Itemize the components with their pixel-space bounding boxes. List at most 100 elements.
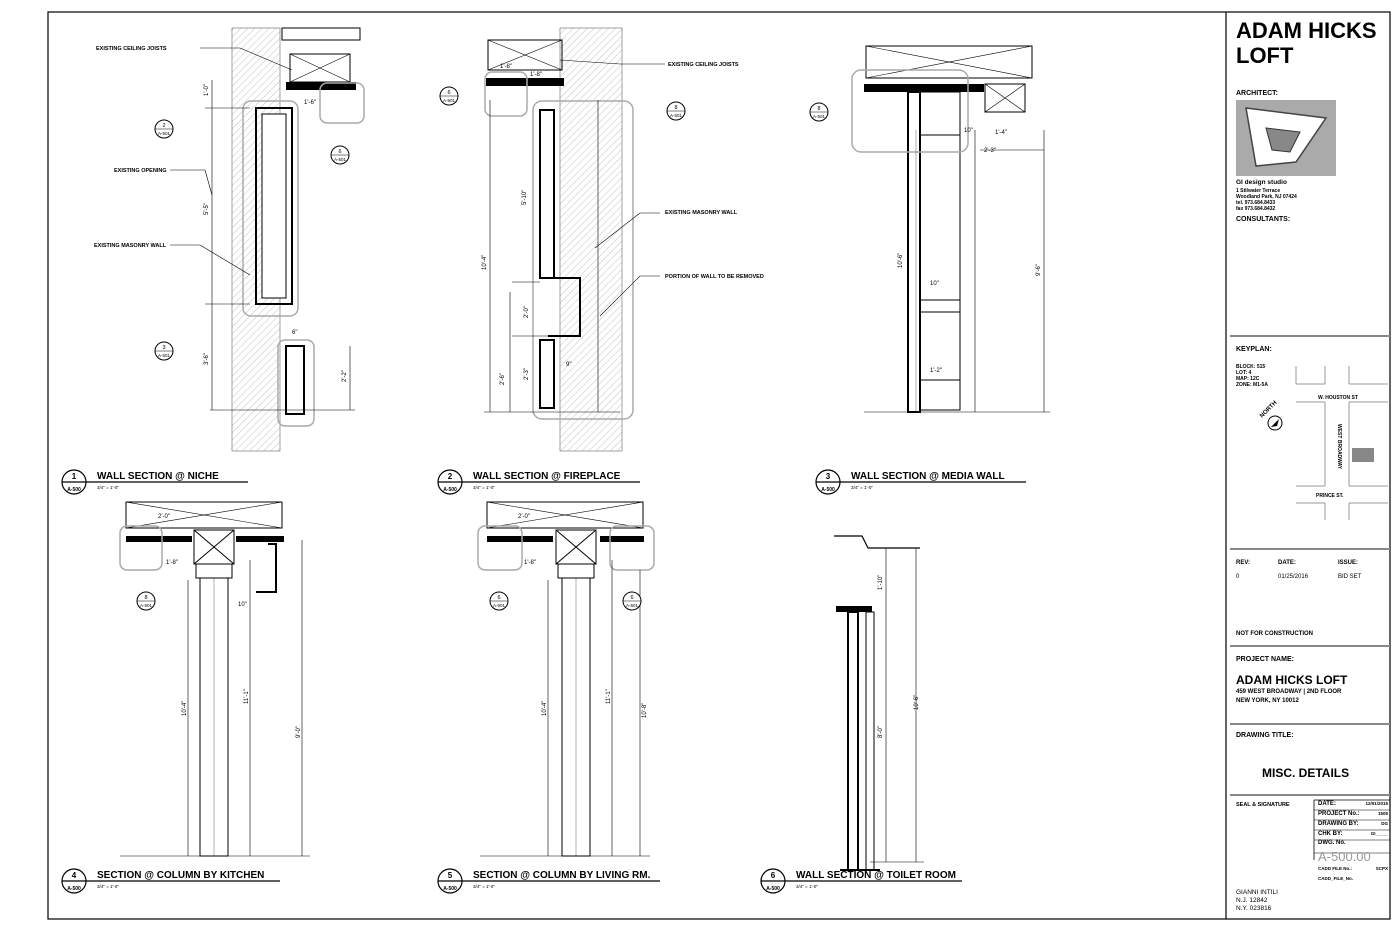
keyplan-info-line: BLOCK: 515	[1236, 364, 1266, 370]
dim-d5-b: 1'-8"	[524, 560, 536, 566]
address-line: tel. 973.684.8433	[1236, 200, 1276, 206]
callout-bubble: 8A-501	[809, 102, 829, 122]
note-masonry-wall-1: EXISTING MASONRY WALL	[94, 243, 167, 249]
cadd-value: SCPX	[1375, 866, 1388, 871]
divider	[1230, 794, 1390, 796]
svg-text:A-501: A-501	[813, 114, 826, 119]
info-label: DATE:	[1318, 801, 1336, 807]
rev-value: 0	[1236, 574, 1240, 580]
dim-d2-a: 1'-8"	[500, 64, 512, 70]
svg-text:A-500: A-500	[766, 886, 780, 892]
note-wall-removed: PORTION OF WALL TO BE REMOVED	[665, 274, 764, 280]
street-east: WEST BROADWAY	[1336, 424, 1342, 470]
svg-text:A-500: A-500	[821, 487, 835, 493]
architect-label: ARCHITECT:	[1236, 90, 1278, 97]
address-line: fax 973.684.8432	[1236, 206, 1276, 212]
detail-3-media-wall: 10" 1'-4" 2'-3" 10'-6" 9'-6" 10" 1'-2"	[851, 45, 1050, 413]
note-ceiling-joists-2: EXISTING CEILING JOISTS	[668, 62, 739, 68]
dim-d4-a: 2'-0"	[158, 514, 170, 520]
dim-d3-a: 10"	[964, 128, 973, 134]
info-value: 12/01/2015	[1365, 801, 1388, 806]
info-row-drawing-by: DRAWING BY: DG	[1318, 821, 1388, 827]
keyplan-info-line: LOT: 4	[1236, 370, 1252, 376]
svg-text:A-500: A-500	[443, 886, 457, 892]
svg-text:2: 2	[162, 123, 165, 129]
svg-text:3/4" = 1'-0": 3/4" = 1'-0"	[473, 884, 495, 889]
detail-title-2: 2 A-500 WALL SECTION @ FIREPLACE 3/4" = …	[437, 469, 640, 495]
svg-text:8: 8	[817, 106, 820, 112]
info-row-chk-by: CHK BY: GI_____	[1318, 831, 1388, 837]
svg-text:3/4" = 1'-0": 3/4" = 1'-0"	[473, 485, 495, 490]
consultants-label: CONSULTANTS:	[1236, 216, 1291, 223]
drawing-title: MISC. DETAILS	[1262, 766, 1350, 780]
info-row-project-no: PROJECT No.: 1505	[1318, 811, 1388, 817]
detail-1-niche: EXISTING CEILING JOISTS EXISTING OPENING…	[94, 27, 365, 452]
svg-text:WALL SECTION @ FIREPLACE: WALL SECTION @ FIREPLACE	[473, 471, 621, 482]
svg-text:5: 5	[448, 871, 453, 880]
cadd-label: CADD FILE No.:	[1318, 866, 1352, 871]
rev-header: REV:	[1236, 560, 1251, 566]
dim-d3-e: 9'-6"	[1036, 264, 1042, 276]
detail-title-3: 3 A-500 WALL SECTION @ MEDIA WALL 3/4" =…	[815, 469, 1026, 495]
svg-text:A-501: A-501	[158, 131, 171, 136]
callout-bubble: 2A-501	[154, 119, 174, 139]
signature-line: N.Y. 023816	[1236, 905, 1272, 912]
sheet-project-title: ADAM HICKS LOFT	[1236, 18, 1377, 68]
info-value: 1505	[1377, 811, 1388, 816]
keyplan-map: NORTH W. HOUSTON ST WEST BROADWAY PRINCE…	[1259, 366, 1388, 520]
not-for-construction: NOT FOR CONSTRUCTION	[1236, 631, 1313, 637]
info-row-date: DATE: 12/01/2015	[1318, 801, 1388, 807]
svg-text:3/4" = 1'-0": 3/4" = 1'-0"	[97, 884, 119, 889]
dim-d2-g: 2'-3"	[524, 368, 530, 380]
svg-text:WALL SECTION @ NICHE: WALL SECTION @ NICHE	[97, 471, 219, 482]
dim-d1-f: 6"	[292, 330, 297, 336]
detail-4-column-kitchen: 2'-0" 1'-8" 10'-4" 11'-1" 9'-0" 10"	[119, 501, 310, 857]
project-address-line: 459 WEST BROADWAY | 2ND FLOOR	[1236, 689, 1342, 695]
svg-text:SECTION @ COLUMN BY KITCHEN: SECTION @ COLUMN BY KITCHEN	[97, 870, 264, 881]
street-south: PRINCE ST.	[1316, 493, 1344, 499]
svg-text:2: 2	[448, 472, 453, 481]
detail-title-4: 4 A-500 SECTION @ COLUMN BY KITCHEN 3/4"…	[61, 868, 280, 894]
svg-text:A-500: A-500	[443, 487, 457, 493]
info-table-grid	[1313, 799, 1390, 860]
dim-d4-c: 10'-4"	[182, 701, 188, 716]
dwg-number: A-500.00	[1318, 849, 1371, 864]
callout-bubbles: 2A-501 3A-501 6A-501 6A-501 8A-501 8A-50…	[136, 86, 829, 611]
date-value: 01/25/2016	[1278, 574, 1309, 580]
divider	[1230, 723, 1390, 725]
project-address-line: NEW YORK, NY 10012	[1236, 698, 1299, 704]
keyplan-label: KEYPLAN:	[1236, 346, 1272, 353]
dim-d1-a: 1'-0"	[204, 84, 210, 96]
dim-d4-d: 11'-1"	[244, 689, 250, 704]
svg-text:A-501: A-501	[670, 113, 683, 118]
info-value: GI_____	[1370, 831, 1388, 836]
info-value: DG	[1381, 821, 1388, 826]
dim-d5-d: 11'-1"	[606, 689, 612, 704]
divider	[1230, 335, 1390, 337]
date-header: DATE:	[1278, 560, 1296, 566]
issue-value: BID SET	[1338, 574, 1362, 580]
dim-d4-b: 1'-8"	[166, 560, 178, 566]
seal-label: SEAL & SIGNATURE	[1236, 802, 1290, 808]
issue-header: ISSUE:	[1338, 560, 1359, 566]
north-arrow-icon	[1271, 419, 1279, 427]
svg-text:3: 3	[826, 472, 831, 481]
svg-text:8: 8	[674, 105, 677, 111]
svg-text:WALL SECTION @ MEDIA WALL: WALL SECTION @ MEDIA WALL	[851, 471, 1005, 482]
svg-text:A-501: A-501	[158, 353, 171, 358]
callout-bubble: 6A-501	[439, 86, 459, 106]
svg-text:A-501: A-501	[626, 603, 639, 608]
detail-2-fireplace: EXISTING CEILING JOISTS EXISTING MASONRY…	[482, 27, 764, 452]
detail-title-5: 5 A-500 SECTION @ COLUMN BY LIVING RM. 3…	[437, 868, 660, 894]
dim-d6-a: 1'-10"	[878, 575, 884, 590]
dim-d1-b: 1'-6"	[304, 100, 316, 106]
architect-logo	[1236, 100, 1336, 176]
dim-d6-c: 10'-6"	[914, 695, 920, 710]
dim-d2-c: 5'-10"	[522, 190, 528, 205]
address-line: 1 Stilwater Terrace	[1236, 188, 1281, 194]
info-label: DRAWING BY:	[1318, 821, 1359, 827]
signature-line: GIANNI INTILI	[1236, 889, 1278, 896]
svg-text:3: 3	[162, 345, 165, 351]
dim-d2-h: 9"	[566, 362, 571, 368]
